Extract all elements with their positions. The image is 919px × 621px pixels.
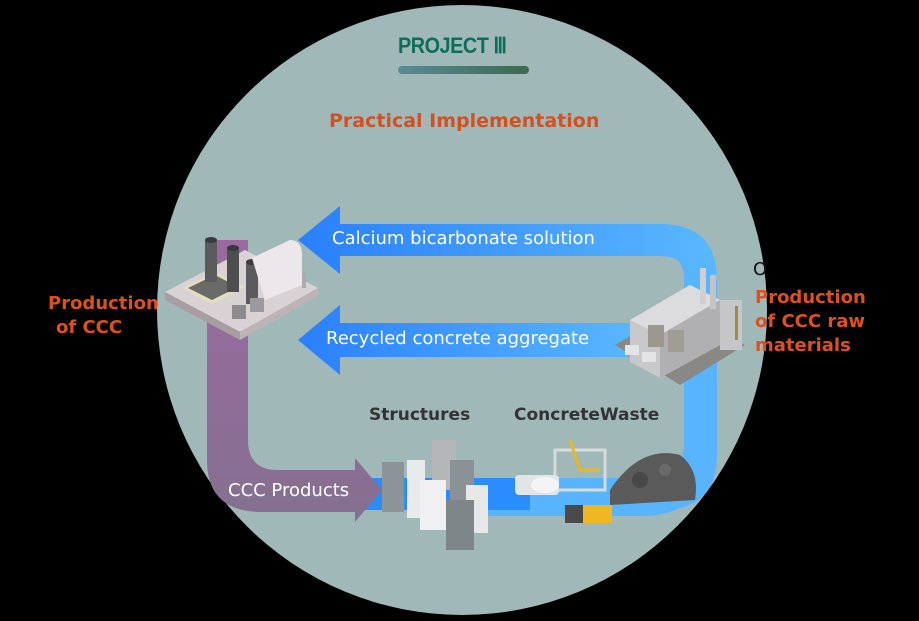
title-underline-bar	[398, 66, 529, 74]
raw-materials-factory-icon	[615, 268, 745, 385]
label-line: Production	[755, 287, 866, 308]
structures-buildings-icon	[382, 440, 488, 550]
ccc-plant-icon	[165, 237, 318, 340]
label-line: of CCC raw	[755, 311, 866, 332]
label-line: of CCC	[56, 317, 123, 338]
concrete-waste-icon	[515, 439, 696, 523]
calcium-flow-arrow	[298, 206, 717, 280]
project-title: PROJECT Ⅲ	[398, 33, 507, 58]
calcium-bicarbonate-label: Calcium bicarbonate solution	[332, 228, 595, 249]
structures-label: Structures	[369, 405, 471, 425]
production-raw-materials-label: Production of CCC raw materials	[755, 286, 866, 358]
recycled-flow-arrow	[298, 305, 640, 375]
ccc-products-label: CCC Products	[228, 480, 350, 501]
concrete-waste-label: ConcreteWaste	[514, 405, 660, 425]
production-ccc-label: Production of CCC	[48, 292, 159, 340]
subtitle: Practical Implementation	[329, 110, 600, 132]
partial-label-o: O	[753, 259, 768, 280]
label-line: materials	[755, 335, 851, 356]
label-line: Production	[48, 293, 159, 314]
recycled-aggregate-label: Recycled concrete aggregate	[326, 328, 590, 349]
